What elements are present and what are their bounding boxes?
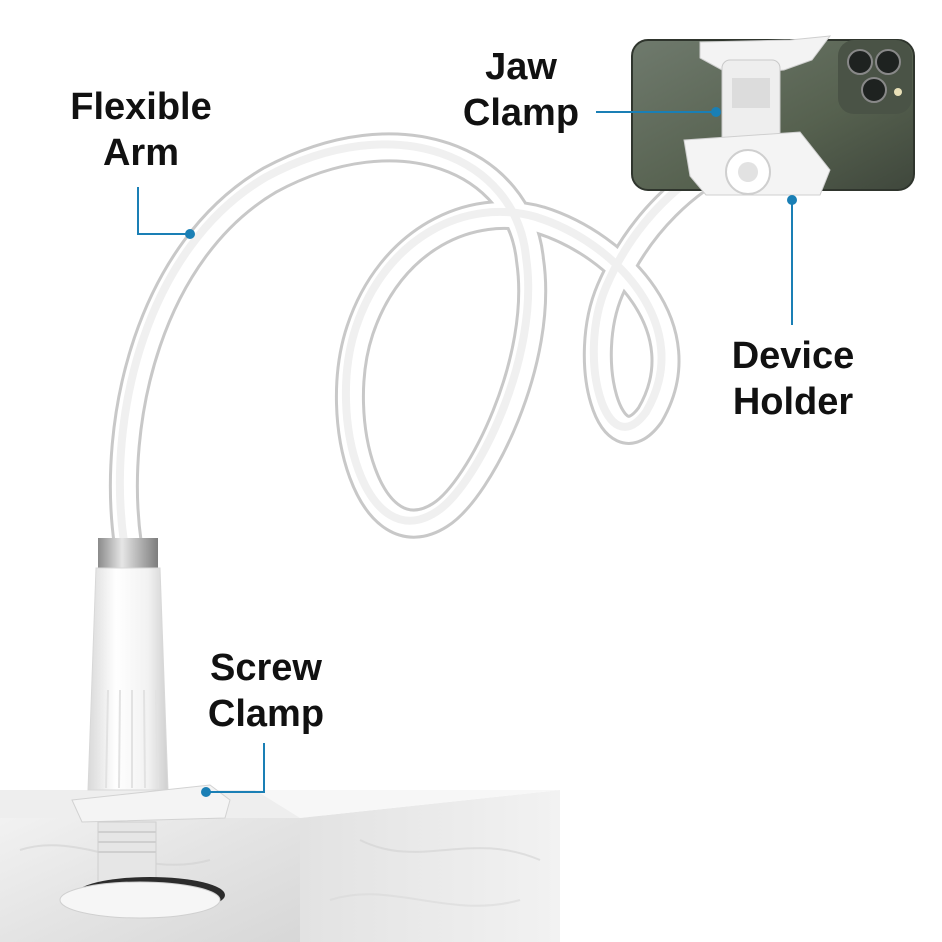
screw-clamp-label-line2: Clamp [207, 693, 325, 735]
flexible-arm-leader [137, 187, 190, 235]
device-holder-label: Device Holder [718, 333, 868, 425]
flexible-arm-label-line2: Arm [102, 132, 180, 174]
device-holder-label-line2: Holder [732, 381, 854, 423]
base-column [59, 538, 231, 919]
flexible-arm-label-line1: Flexible [70, 86, 212, 128]
flexible-arm-label: Flexible Arm [58, 84, 224, 176]
screw-clamp-label: Screw Clamp [196, 645, 336, 737]
jaw-clamp-label: Jaw Clamp [452, 44, 590, 136]
jaw-clamp-label-line1: Jaw [485, 46, 557, 88]
leader-lines [137, 111, 793, 793]
screw-clamp-label-line1: Screw [210, 647, 322, 689]
leader-dots [185, 107, 797, 797]
device-holder-label-line1: Device [731, 335, 855, 377]
flexible-arm-tube [108, 132, 745, 560]
screw-clamp-leader [206, 743, 265, 793]
device-holder-clip [683, 35, 832, 196]
jaw-clamp-label-line2: Clamp [462, 92, 580, 134]
